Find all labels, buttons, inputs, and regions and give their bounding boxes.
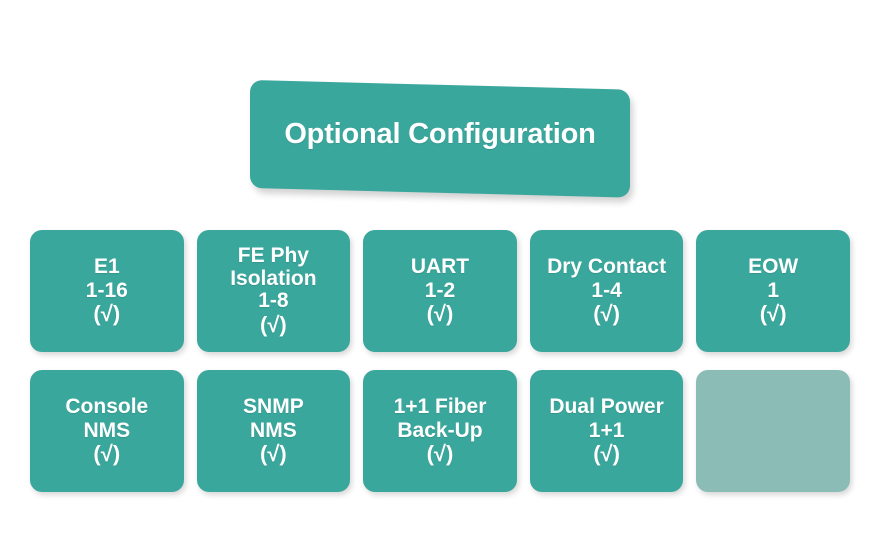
tile-check-mark: (√) — [260, 441, 287, 467]
tile-label-line: E1 — [93, 254, 120, 278]
tile-check-mark: (√) — [593, 301, 620, 327]
tile-label-line: Console — [65, 394, 149, 418]
tile-placeholder[interactable] — [696, 370, 850, 492]
tile-check-mark: (√) — [426, 301, 454, 327]
tile-label-line: 1 — [767, 278, 780, 302]
tile-label-line: Dual Power — [549, 394, 664, 418]
tile-label-line: SNMP — [243, 394, 304, 418]
tile-label-line: Isolation — [230, 266, 317, 290]
tile-check-mark: (√) — [759, 301, 787, 327]
tile-label-line: UART — [410, 254, 470, 278]
tile-check-mark: (√) — [260, 312, 287, 338]
tile-label-line: 1-8 — [258, 289, 289, 313]
page-title: Optional Configuration — [284, 117, 596, 150]
title-banner: Optional Configuration — [250, 80, 630, 198]
tile-check-mark: (√) — [593, 441, 620, 467]
tile-label-line: 1+1 Fiber — [393, 394, 487, 418]
tile-label-line: NMS — [250, 418, 297, 442]
tile-check-mark: (√) — [93, 441, 121, 467]
tile-label-line: NMS — [83, 418, 131, 442]
tile-label-line: 1-16 — [85, 278, 128, 302]
tile-label-line: 1-2 — [424, 278, 456, 302]
tile-label-line: EOW — [748, 254, 799, 278]
tile-label-line: Dry Contact — [547, 254, 667, 278]
tile-label-line: Back-Up — [397, 418, 483, 442]
tile-label-line: 1-4 — [591, 278, 622, 302]
tile-label-line: 1+1 — [588, 418, 625, 442]
tile-check-mark: (√) — [93, 301, 121, 327]
tile-check-mark: (√) — [426, 441, 454, 467]
tile-label-line: FE Phy — [237, 244, 309, 268]
